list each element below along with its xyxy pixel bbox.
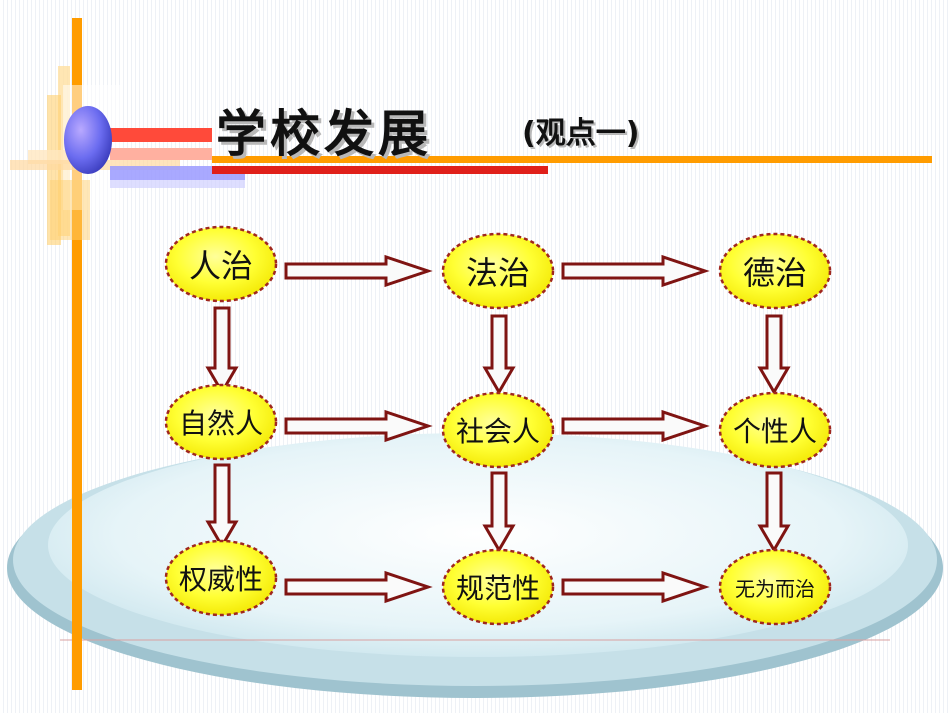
arrow-c2-a <box>482 314 516 395</box>
page-subtitle: (观点一) <box>522 116 640 151</box>
node-shape-r1c1 <box>164 225 278 303</box>
node-shape-r3c3 <box>718 548 832 626</box>
arrow-r3-a <box>284 570 433 604</box>
arrow-r1-a <box>284 254 433 288</box>
arrow-r2-b <box>561 409 710 443</box>
arrow-r3-b <box>561 570 710 604</box>
node-shape-r3c1 <box>164 539 278 617</box>
arrow-c3-b <box>757 471 791 553</box>
node-label-r3c2: 规范性 <box>455 572 540 605</box>
arrow-c2-b <box>482 471 516 553</box>
node-shape-r1c2 <box>441 232 555 310</box>
node-label-r1c2: 法治 <box>465 254 530 292</box>
arrow-r2-a <box>284 409 433 443</box>
node-label-r1c3: 德治 <box>742 254 807 292</box>
node-shape-r2c2 <box>441 391 555 469</box>
arrow-c1-b <box>205 463 239 549</box>
arrow-r1-b <box>561 254 710 288</box>
node-shape-r1c3 <box>718 232 832 310</box>
arrow-c1-a <box>205 306 239 395</box>
node-label-r2c2: 社会人 <box>455 415 540 448</box>
node-shape-r2c3 <box>718 391 832 469</box>
node-label-r3c3: 无为而治 <box>735 576 815 601</box>
node-label-r1c1: 人治 <box>188 247 253 285</box>
ball-icon <box>64 106 112 174</box>
arrow-c3-a <box>757 314 791 395</box>
node-shape-r2c1 <box>164 383 278 461</box>
page-title: 学校发展 <box>216 105 432 163</box>
node-label-r2c1: 自然人 <box>178 407 263 440</box>
node-label-r3c1: 权威性 <box>178 563 263 596</box>
node-label-r2c3: 个性人 <box>732 415 817 448</box>
node-shape-r3c2 <box>441 548 555 626</box>
